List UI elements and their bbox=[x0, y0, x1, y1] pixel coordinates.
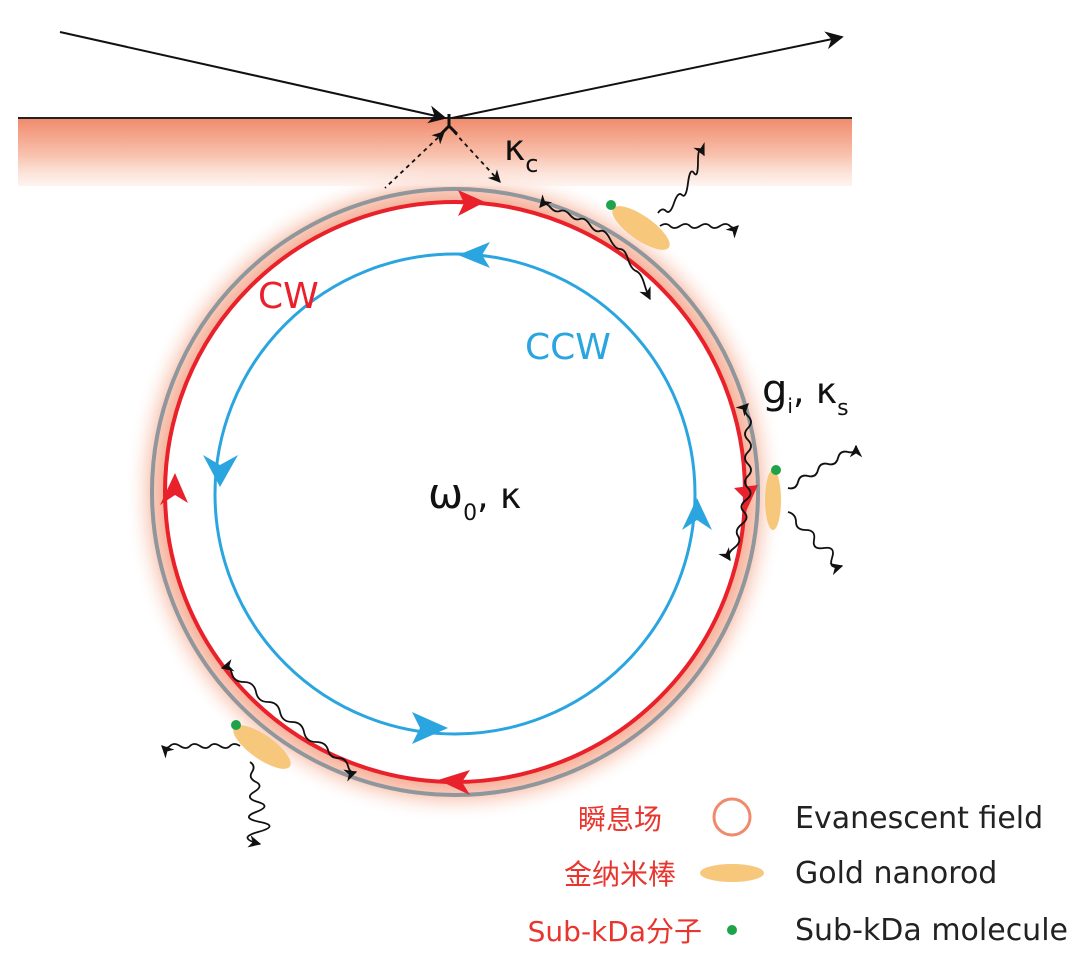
molecule-dot bbox=[771, 465, 781, 475]
scatter-wave-right bbox=[659, 223, 739, 239]
resonator-interior bbox=[165, 202, 745, 782]
scatter-wave-left bbox=[161, 743, 241, 759]
g-sep: , κ bbox=[793, 371, 837, 412]
scatter-wave-down bbox=[246, 761, 271, 848]
cw-arrowhead-bottom bbox=[438, 770, 470, 795]
evanescent-field-icon bbox=[712, 797, 752, 837]
center-sub: 0 bbox=[463, 501, 477, 526]
g-main: g bbox=[762, 367, 787, 413]
backscatter-wave bbox=[539, 194, 651, 301]
nanorod-top-right bbox=[539, 142, 739, 301]
backscatter-wave bbox=[718, 403, 752, 562]
cw-arrowhead-top bbox=[458, 190, 485, 216]
ccw-arrowhead-right bbox=[682, 498, 712, 530]
scatter-wave-up-right bbox=[787, 444, 863, 490]
resonator-outer-ring bbox=[150, 187, 760, 797]
nanorod-right bbox=[718, 403, 863, 576]
ccw-arrowhead-bottom bbox=[412, 712, 448, 744]
center-rest: , κ bbox=[477, 476, 521, 517]
cw-arrowhead-left bbox=[160, 473, 188, 505]
label-cw: CW bbox=[258, 276, 319, 317]
legend-en-label: Gold nanorod bbox=[795, 856, 997, 891]
coupling-dashed-arrow-right bbox=[453, 131, 501, 183]
label-ccw: CCW bbox=[525, 327, 611, 368]
legend-en-label: Evanescent field bbox=[795, 801, 1043, 836]
legend-cn-label: 金纳米棒 bbox=[564, 858, 676, 891]
ccw-arrowhead-left bbox=[203, 455, 238, 487]
g-sub: i bbox=[787, 394, 793, 418]
kappa-c-sub: c bbox=[525, 150, 538, 178]
ccw-arrowhead-top bbox=[458, 242, 490, 268]
gold-nanorod-shape bbox=[765, 470, 781, 530]
molecule-dot bbox=[231, 720, 241, 730]
legend-item-gold-nanorod: 金纳米棒 Gold nanorod bbox=[564, 856, 997, 891]
scatter-wave-up bbox=[657, 142, 705, 214]
legend-item-sub-kda-molecule: Sub-kDa分子 Sub-kDa molecule bbox=[528, 913, 1068, 948]
ccw-mode-ring bbox=[213, 252, 697, 736]
coupling-dashed-arrow-left bbox=[384, 131, 445, 189]
legend: 瞬息场 Evanescent field 金纳米棒 Gold nanorod S… bbox=[528, 797, 1068, 948]
waveguide-region bbox=[18, 118, 852, 186]
label-center: ω0, κ bbox=[428, 469, 521, 526]
legend-cn-label: Sub-kDa分子 bbox=[528, 915, 702, 948]
legend-cn-label: 瞬息场 bbox=[578, 803, 662, 836]
ccw-arrowheads bbox=[203, 242, 712, 744]
center-omega: ω bbox=[428, 469, 463, 518]
molecule-dot bbox=[606, 200, 616, 210]
kappa-c-main: κ bbox=[504, 128, 525, 169]
backscatter-wave bbox=[220, 659, 358, 782]
ks-sub: s bbox=[837, 396, 848, 421]
legend-en-label: Sub-kDa molecule bbox=[795, 913, 1068, 948]
label-g-kappa-s: gi, κs bbox=[762, 367, 849, 421]
incident-beam bbox=[59, 31, 447, 124]
reflected-beam bbox=[451, 31, 844, 119]
nanorod-bottom-left bbox=[161, 659, 358, 848]
legend-item-evanescent-field: 瞬息场 Evanescent field bbox=[578, 797, 1043, 837]
scatter-wave-down-right bbox=[787, 511, 844, 576]
label-kappa-c: κc bbox=[504, 128, 538, 178]
gold-nanorod-icon bbox=[700, 864, 764, 882]
molecule-icon bbox=[727, 925, 737, 935]
